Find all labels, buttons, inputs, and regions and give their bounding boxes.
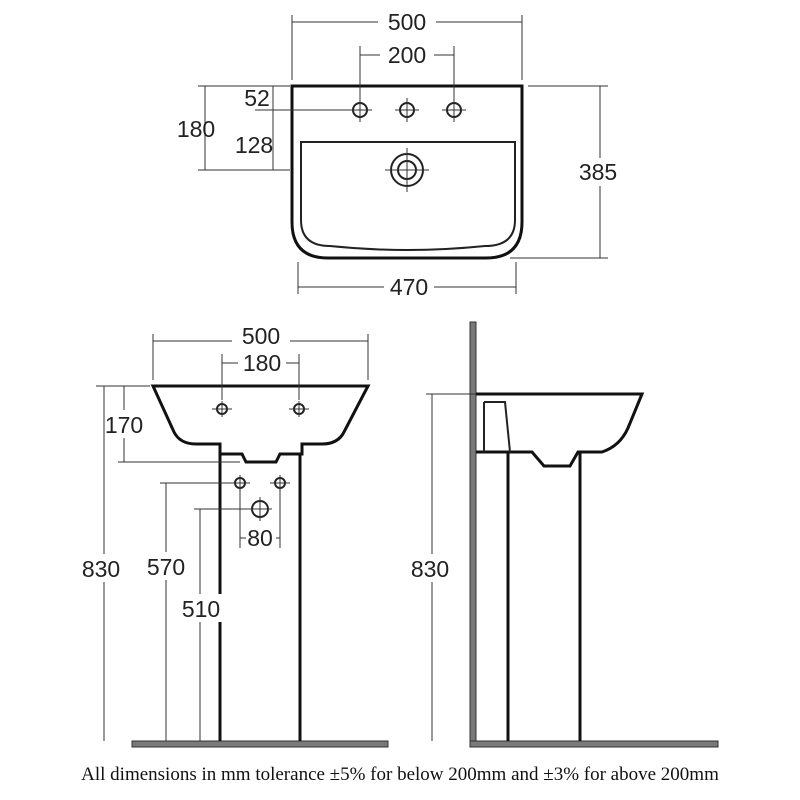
dim-top-tap-spacing: 200 [388, 42, 426, 68]
tap-hole-icon [289, 401, 309, 417]
side-view: 830 [404, 321, 719, 748]
side-back-block [483, 401, 511, 453]
tap-hole-icon [348, 98, 372, 122]
dim-top-tap-offset: 52 [244, 85, 270, 111]
top-basin-outline [290, 84, 524, 260]
dim-front-width: 500 [242, 323, 280, 349]
side-basin-outline [476, 392, 645, 468]
top-bowl-outline [300, 141, 516, 251]
dim-front-tap-spacing: 180 [243, 350, 281, 376]
inlet-hole-icon [270, 475, 290, 491]
dim-front-height-taps: 570 [147, 554, 185, 580]
dim-front-basin-height: 170 [105, 412, 143, 438]
dim-top-depth-waste: 180 [177, 116, 215, 142]
side-floor [469, 740, 719, 748]
dim-top-bowl-width: 470 [390, 274, 428, 300]
tap-hole-icon [395, 98, 419, 122]
dim-top-depth-overall: 385 [579, 159, 617, 185]
waste-outlet-icon [385, 148, 429, 192]
side-wall [469, 321, 477, 748]
dim-top-width: 500 [388, 9, 426, 35]
tap-hole-icon [442, 98, 466, 122]
dim-side-height-overall: 830 [411, 556, 449, 582]
dim-front-height-overall: 830 [82, 556, 120, 582]
dim-front-height-waste: 510 [182, 596, 220, 622]
dim-top-depth-bowl: 128 [235, 132, 273, 158]
front-view: 500 180 170 830 570 510 80 [76, 322, 389, 748]
dim-front-waste-offset: 80 [247, 525, 273, 551]
front-basin-outline [150, 384, 371, 464]
front-floor [131, 740, 389, 748]
dimension-footnote: All dimensions in mm tolerance ±5% for b… [81, 764, 719, 785]
top-view: 500 200 52 180 128 385 470 [177, 8, 628, 300]
side-pedestal-outline [506, 452, 582, 741]
tap-hole-icon [212, 401, 232, 417]
